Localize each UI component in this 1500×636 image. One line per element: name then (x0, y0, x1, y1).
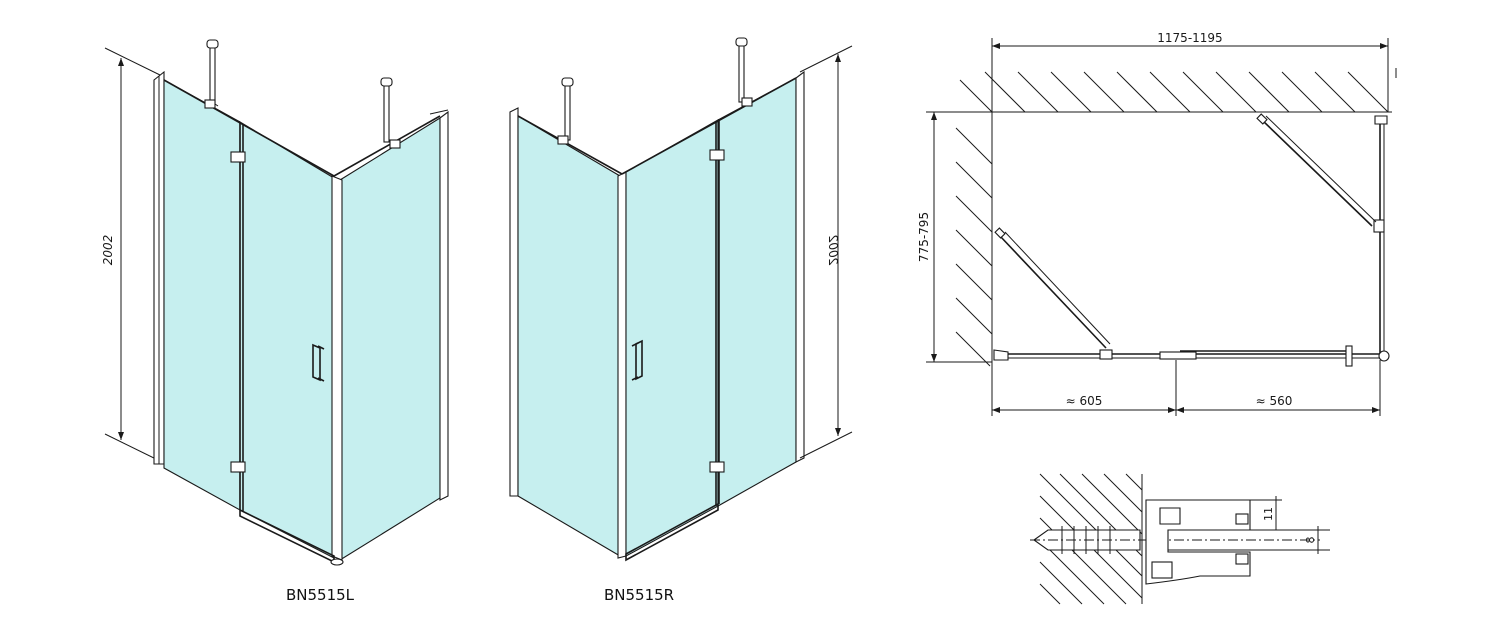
caption-left-model: BN5515L (286, 586, 355, 604)
plan-left-segment-dim: ≈ 605 (1066, 394, 1103, 408)
profile-detail: 11 8 (1030, 473, 1330, 605)
detail-dim-right: 8 (1304, 537, 1317, 544)
iso-view-left: 2002 (101, 39, 449, 566)
height-dim-right: 2002 (826, 235, 840, 266)
plan-width-dim: 1175-1195 (1157, 31, 1222, 45)
plan-depth-dim: 775-795 (917, 212, 931, 262)
height-dim-left: 2002 (101, 235, 115, 266)
plan-right-segment-dim: ≈ 560 (1256, 394, 1293, 408)
plan-view: 1175-1195 775-795 (917, 31, 1397, 416)
caption-right-model: BN5515R (604, 586, 675, 604)
detail-dim-top: 11 (1262, 507, 1275, 521)
iso-view-right: 2002 (509, 37, 853, 562)
